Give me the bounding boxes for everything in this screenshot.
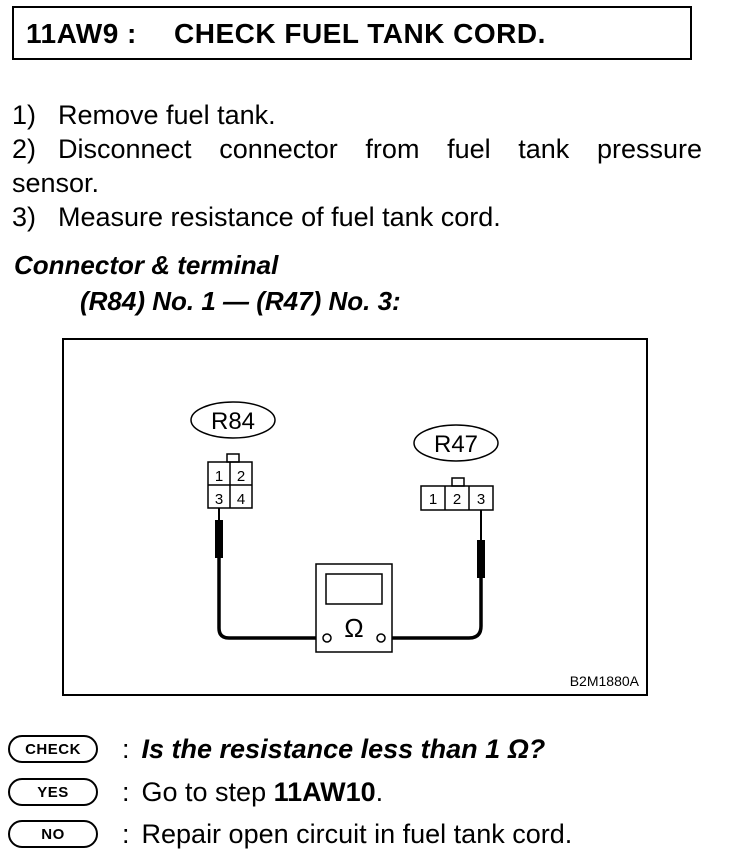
yes-action-suffix: . [375, 776, 384, 807]
pin-label: 3 [215, 491, 223, 508]
step-title-box: 11AW9 : CHECK FUEL TANK CORD. [12, 6, 692, 60]
step-text: Remove fuel tank. [58, 100, 276, 130]
yes-action-prefix: Go to step [141, 776, 274, 807]
check-row: CHECK : Is the resistance less than 1 Ω? [8, 730, 545, 768]
step-item: 1) Remove fuel tank. [12, 98, 702, 132]
connector-label-r47: R47 [413, 424, 499, 462]
yes-colon: : [122, 776, 130, 807]
step-title: CHECK FUEL TANK CORD. [174, 18, 546, 49]
right-probe [378, 510, 485, 640]
no-badge: NO [8, 820, 98, 848]
step-text-continued: sensor. [12, 168, 100, 198]
step-item: 2) Disconnect connector from fuel tank p… [12, 132, 702, 200]
pin-label: 1 [429, 491, 437, 508]
left-probe [215, 508, 320, 640]
diagram-svg: R84 1 2 3 4 R47 1 2 3 [190, 401, 640, 689]
procedure-steps: 1) Remove fuel tank. 2) Disconnect conne… [12, 98, 702, 234]
check-question: Is the resistance less than 1 Ω? [141, 733, 546, 764]
no-colon: : [122, 818, 130, 849]
pin-label: 3 [477, 491, 485, 508]
pin-label: 2 [237, 468, 245, 485]
connector-terminal-spec: (R84) No. 1 — (R47) No. 3: [80, 286, 401, 316]
pin-label: 4 [237, 491, 245, 508]
yes-action: Go to step 11AW10. [142, 777, 384, 808]
step-number: 3) [12, 202, 37, 232]
connector-r84: 1 2 3 4 [207, 453, 253, 509]
connector-r47: 1 2 3 [420, 477, 494, 511]
check-colon: : [122, 733, 130, 764]
step-number: 2) [12, 134, 37, 164]
step-text: Measure resistance of fuel tank cord. [58, 202, 501, 232]
yes-row: YES : Go to step 11AW10. [8, 773, 383, 811]
step-id: 11AW9 : [26, 18, 137, 49]
pin-label: 2 [453, 491, 461, 508]
check-badge: CHECK [8, 735, 98, 763]
yes-step-link[interactable]: 11AW10 [273, 776, 376, 807]
connector-name-r84: R84 [211, 408, 255, 435]
yes-badge: YES [8, 778, 98, 806]
connector-name-r47: R47 [434, 431, 478, 458]
step-text: Disconnect connector from fuel tank pres… [58, 134, 702, 164]
connector-label-r84: R84 [190, 401, 276, 439]
no-action: Repair open circuit in fuel tank cord. [141, 818, 573, 849]
pin-label: 1 [215, 468, 223, 485]
step-number: 1) [12, 100, 37, 130]
no-row: NO : Repair open circuit in fuel tank co… [8, 815, 572, 853]
ohmmeter: Ω [315, 563, 393, 653]
connector-terminal-label: Connector & terminal [14, 250, 279, 280]
wiring-diagram: R84 1 2 3 4 R47 1 2 3 [62, 338, 648, 696]
figure-code: B2M1880A [570, 673, 640, 689]
ohm-symbol: Ω [344, 613, 363, 643]
step-item: 3) Measure resistance of fuel tank cord. [12, 200, 702, 234]
